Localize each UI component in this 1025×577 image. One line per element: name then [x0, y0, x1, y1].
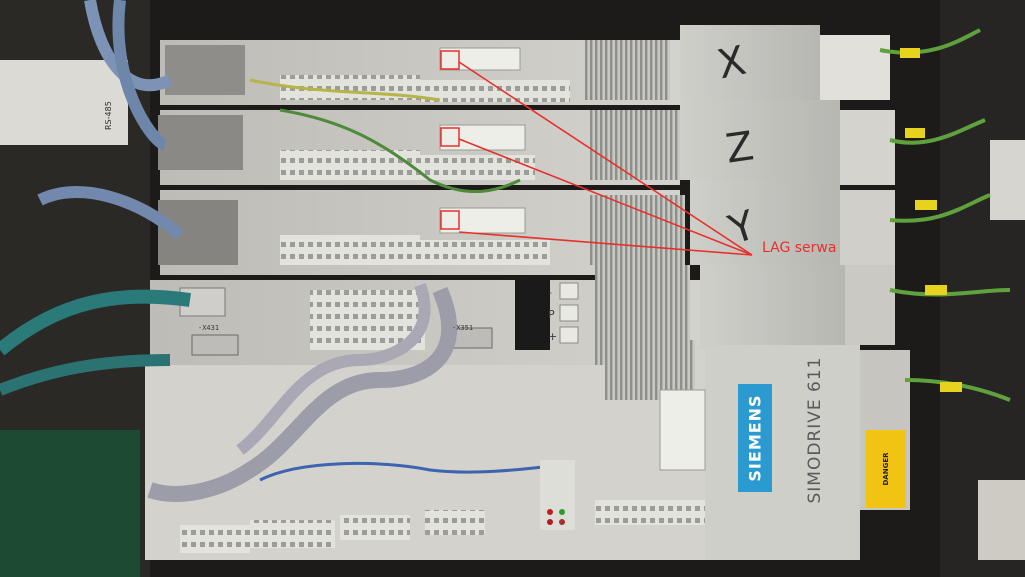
led-red: [547, 509, 553, 515]
dip-switch-1: [439, 47, 521, 71]
keypad-button-minus: [559, 282, 579, 300]
led-red-2: [547, 519, 553, 525]
warning-label: DANGER: [882, 452, 890, 486]
annotation-label: LAG serwa: [762, 240, 837, 256]
brand-logo: SIEMENS: [738, 384, 772, 492]
green-ground-wire-2: [889, 118, 986, 145]
led-amber: [559, 519, 565, 525]
terminal-strip-4: [420, 155, 535, 180]
annotation-line-2: [458, 138, 753, 256]
terminal-strip-2: [420, 80, 570, 102]
terminal-strip-6: [420, 240, 550, 265]
blue-cable-2: [112, 0, 168, 151]
yellow-ferrules-3: [915, 200, 937, 210]
terminal-strip-11: [425, 510, 485, 535]
port-label-x431: -X431: [198, 324, 220, 332]
teal-cable: [0, 289, 191, 356]
blue-wire-bundle: [259, 461, 561, 482]
right-terminal: [990, 140, 1025, 220]
green-ground-wire-3: [889, 193, 991, 223]
highlight-box-1: [440, 50, 460, 70]
blue-cable-3: [37, 186, 184, 240]
terminal-strip-10: [340, 515, 410, 540]
led-green: [559, 509, 565, 515]
spec-table: [659, 389, 706, 471]
terminal-strip-9: [250, 520, 335, 548]
network-connector-2: [158, 115, 243, 170]
green-ground-wire: [879, 28, 981, 55]
highlight-box-2: [440, 127, 460, 147]
product-label: SIMODRIVE 611: [805, 356, 825, 504]
green-ground-wire-4: [889, 288, 1011, 297]
annotation-line-1: [458, 61, 753, 256]
yellow-green-wire: [249, 78, 441, 102]
ribbon-connector-3: [590, 195, 685, 265]
ribbon-connector-1: [585, 40, 670, 100]
port-label-x351: -X351: [452, 324, 474, 332]
keypad-button-p: [559, 304, 579, 322]
terminal-strip-5: [280, 235, 420, 265]
busbar-panel-2: [840, 110, 895, 185]
green-wire: [279, 108, 521, 194]
gray-cable-bundle-2: [236, 282, 431, 455]
warning-sticker: DANGER: [866, 430, 906, 508]
keypad-button-plus: [559, 326, 579, 344]
ribbon-connector-2: [590, 110, 680, 180]
power-module-1: [680, 25, 820, 100]
busbar-panel: [820, 35, 890, 100]
terminal-strip-12: [595, 500, 705, 525]
green-ground-wire-5: [904, 378, 1011, 402]
highlight-box-3: [440, 210, 460, 230]
keypad-label-plus: +: [548, 330, 558, 343]
left-pcb: [0, 430, 140, 577]
power-module-3: [690, 180, 840, 265]
keypad-label-p: P: [548, 308, 555, 321]
yellow-ferrules-4: [925, 285, 947, 295]
network-connector-1: [165, 45, 245, 95]
busbar-panel-3: [840, 190, 895, 265]
gray-cable-bundle: [147, 286, 458, 502]
power-module-2: [680, 100, 840, 180]
yellow-ferrules-1: [900, 48, 920, 58]
sub-d-connector-2: [191, 334, 239, 356]
product-plate: SIMODRIVE 611: [785, 357, 845, 504]
left-label-sheet: [0, 60, 128, 145]
terminal-strip-3: [280, 150, 420, 180]
yellow-ferrules-5: [940, 382, 962, 392]
keypad-label-minus: -: [548, 286, 552, 299]
keypad-display: [515, 280, 550, 350]
right-terminal-lower: [978, 480, 1025, 560]
busbar-panel-4: [845, 265, 895, 345]
yellow-ferrules-2: [905, 128, 925, 138]
teal-cable-2: [0, 354, 171, 396]
power-module-5: [705, 345, 860, 560]
side-sticker-label: RS-485: [104, 101, 113, 130]
terminal-strip-8: [180, 525, 250, 553]
annotation-line-3: [458, 231, 753, 256]
led-panel: [540, 460, 575, 530]
power-module-4: [700, 265, 845, 350]
brand-label: SIEMENS: [745, 394, 765, 482]
